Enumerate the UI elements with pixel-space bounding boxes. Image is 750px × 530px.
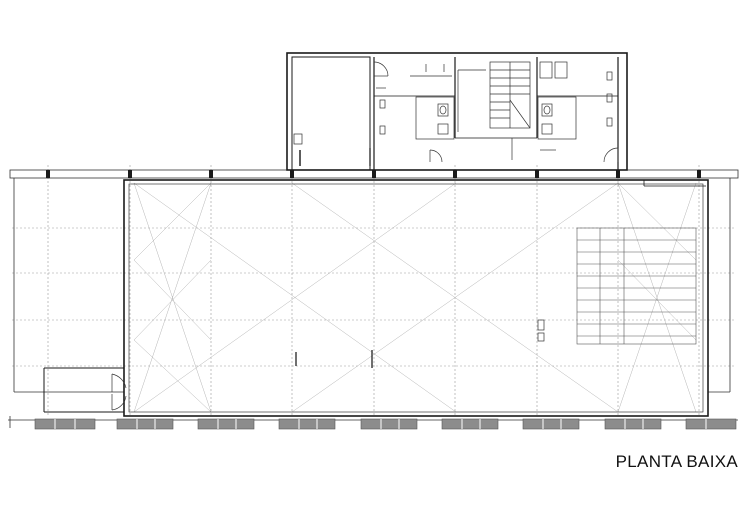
canopy-outline bbox=[8, 169, 739, 428]
columns bbox=[46, 170, 701, 178]
toilet-block-right bbox=[537, 61, 619, 163]
main-hall-walls bbox=[43, 179, 709, 417]
plan-title: PLANTA BAIXA bbox=[615, 452, 738, 471]
north-annex-walls bbox=[286, 52, 628, 171]
hall-fixtures bbox=[295, 319, 545, 368]
annex-left-room bbox=[293, 61, 389, 166]
diagonal-bracing bbox=[133, 182, 697, 413]
entrance-doors bbox=[111, 373, 127, 411]
footings bbox=[34, 418, 737, 430]
structural-grid bbox=[12, 165, 736, 416]
stair-core bbox=[457, 61, 531, 160]
stepped-seating bbox=[576, 227, 697, 345]
footing-joints bbox=[54, 419, 707, 429]
toilet-block-left bbox=[376, 64, 455, 163]
